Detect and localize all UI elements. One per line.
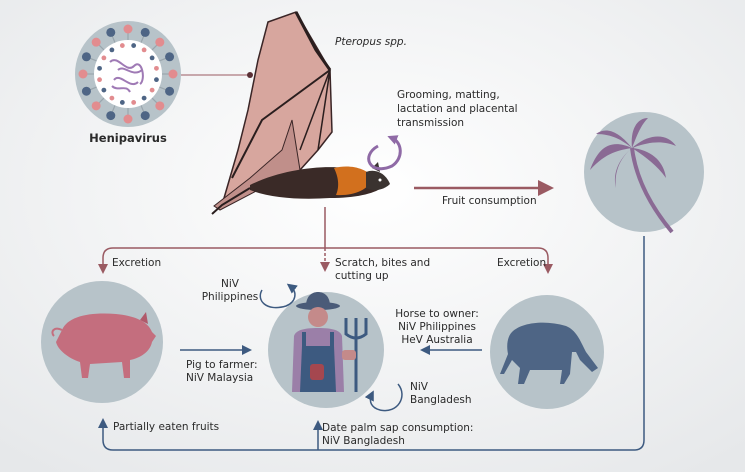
virus-spike [165, 52, 175, 62]
grooming-label-line2: lactation and placental [397, 103, 518, 115]
farmer-icon [268, 292, 384, 408]
virus-spike [106, 111, 116, 121]
virus-spike [78, 69, 88, 79]
henipavirus-icon [75, 21, 181, 127]
niv-bangladesh-cycle-arrow [364, 383, 403, 412]
virus-spike [165, 86, 175, 96]
bat-species-label: Pteropus spp. [335, 36, 407, 48]
horse-to-owner-label-line3: HeV Australia [401, 334, 472, 346]
virus-inner-dot [154, 65, 159, 71]
virus-spike [140, 27, 150, 37]
niv-bangladesh-label-line1: NiV [410, 381, 429, 393]
virus-spike [123, 24, 133, 34]
bat-illustration [211, 11, 390, 215]
niv-philippines-cycle-arrow [259, 283, 298, 309]
horse-to-owner-label-line2: NiV Philippines [398, 321, 476, 333]
virus-spike [168, 69, 178, 79]
virus-inner-dot [97, 77, 102, 83]
horse-to-owner-label-line1: Horse to owner: [395, 308, 479, 320]
grooming-cycle-arrow [367, 135, 402, 171]
excretion-right-label: Excretion [497, 257, 546, 269]
virus-inner-dot [141, 95, 147, 101]
fruit-consumption-label: Fruit consumption [442, 195, 537, 207]
virus-spike [155, 101, 165, 111]
virus-label: Henipavirus [89, 131, 167, 145]
pig-to-farmer-label-line2: NiV Malaysia [186, 372, 253, 384]
virus-spike [123, 114, 133, 124]
excretion-right-arrow [325, 247, 553, 274]
partially-eaten-label: Partially eaten fruits [113, 421, 219, 433]
virus-inner-dot [131, 43, 137, 48]
virus-spike [155, 37, 165, 47]
niv-philippines-label-line2: Philippines [202, 291, 259, 303]
pig-icon [41, 281, 163, 403]
virus-inner-dot [119, 43, 125, 48]
excretion-left-arrow [98, 247, 325, 274]
virus-inner-dot [119, 100, 125, 105]
pig-to-farmer-label-line1: Pig to farmer: [186, 359, 258, 371]
virus-inner-dot [109, 47, 115, 53]
virus-spike [81, 52, 91, 62]
connector-dot [247, 72, 253, 78]
horse-icon [490, 295, 604, 409]
excretion-left-label: Excretion [112, 257, 161, 269]
partially-eaten-fruits-arrow [98, 236, 645, 451]
virus-spike [91, 101, 101, 111]
virus-inner-dot [149, 55, 155, 61]
virus-inner-dot [97, 65, 102, 71]
date-palm-label-line2: NiV Bangladesh [322, 435, 405, 447]
virus-spike [91, 37, 101, 47]
virus-spike [140, 111, 150, 121]
virus-inner-dot [154, 77, 159, 83]
scratch-label-line1: Scratch, bites and [335, 257, 430, 269]
palm-tree-icon [584, 112, 704, 234]
virus-inner-dot [101, 87, 107, 93]
virus-inner-dot [141, 47, 147, 53]
date-palm-label-line1: Date palm sap consumption: [322, 422, 473, 434]
virus-inner-dot [109, 95, 115, 101]
grooming-label-line1: Grooming, matting, [397, 89, 500, 101]
virus-inner-dot [101, 55, 107, 61]
virus-inner-dot [131, 100, 137, 105]
virus-spike [81, 86, 91, 96]
scratch-label-line2: cutting up [335, 270, 389, 282]
virus-inner-dot [149, 87, 155, 93]
virus-spike [106, 27, 116, 37]
grooming-label-line3: transmission [397, 117, 464, 129]
niv-philippines-label-line1: NiV [221, 278, 240, 290]
niv-bangladesh-label-line2: Bangladesh [410, 394, 472, 406]
